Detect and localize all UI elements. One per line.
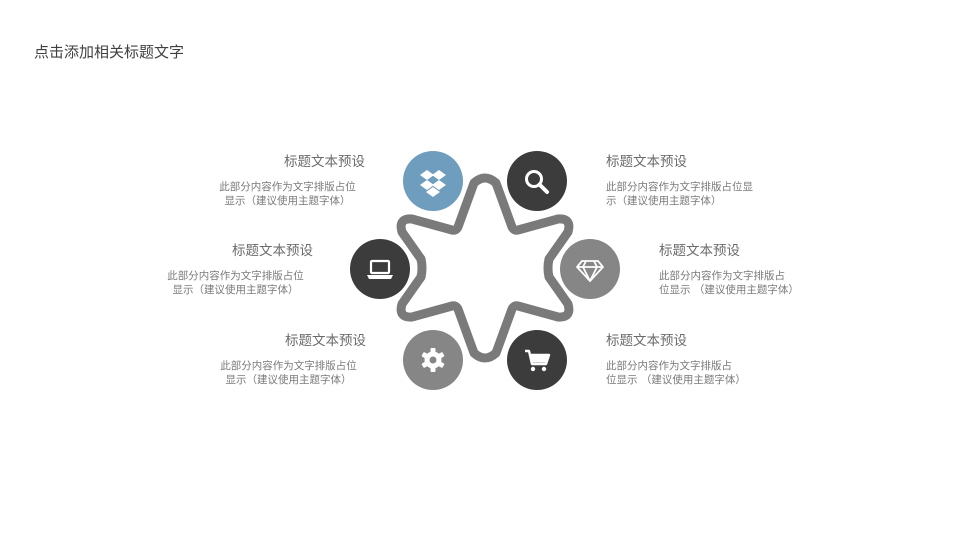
item-desc-line-2: 位显示 （建议使用主题字体） bbox=[659, 284, 799, 296]
node-dropbox bbox=[403, 151, 463, 211]
node-laptop bbox=[350, 239, 410, 299]
item-desc-line-1: 此部分内容作为文字排版占 bbox=[606, 360, 732, 372]
page-title: 点击添加相关标题文字 bbox=[34, 43, 185, 61]
dropbox-icon bbox=[420, 170, 446, 197]
item-desc-line-1: 此部分内容作为文字排版占位显 bbox=[606, 181, 753, 193]
item-desc-line-2: 示（建议使用主题字体） bbox=[606, 195, 722, 207]
node-search bbox=[507, 151, 567, 211]
node-cart bbox=[507, 330, 567, 390]
item-desc-line-2: 显示（建议使用主题字体） bbox=[224, 195, 351, 207]
item-desc-line-1: 此部分内容作为文字排版占 bbox=[659, 270, 785, 282]
item-block-3: 标题文本预设 此部分内容作为文字排版占位显示（建议使用主题字体） bbox=[158, 239, 313, 297]
laptop-icon bbox=[367, 259, 393, 279]
item-desc-line-2: 位显示 （建议使用主题字体） bbox=[606, 374, 746, 386]
gear-icon bbox=[421, 348, 445, 372]
cart-icon bbox=[525, 349, 551, 372]
node-diamond bbox=[560, 239, 620, 299]
search-icon bbox=[525, 170, 549, 194]
item-block-5: 标题文本预设 此部分内容作为文字排版占位显示（建议使用主题字体） bbox=[211, 329, 366, 387]
item-block-4: 标题文本预设 此部分内容作为文字排版占位显示 （建议使用主题字体） bbox=[659, 239, 839, 297]
star-outline bbox=[396, 173, 574, 363]
item-title: 标题文本预设 bbox=[284, 154, 365, 170]
item-title: 标题文本预设 bbox=[606, 333, 687, 349]
item-desc-line-1: 此部分内容作为文字排版占位 bbox=[220, 360, 357, 372]
item-title: 标题文本预设 bbox=[659, 243, 740, 259]
node-gear bbox=[403, 330, 463, 390]
item-desc-line-1: 此部分内容作为文字排版占位 bbox=[219, 181, 356, 193]
item-desc-line-1: 此部分内容作为文字排版占位 bbox=[167, 270, 304, 282]
item-desc-line-2: 显示（建议使用主题字体） bbox=[225, 374, 352, 386]
diamond-icon bbox=[576, 260, 604, 282]
item-title: 标题文本预设 bbox=[285, 333, 366, 349]
item-block-1: 标题文本预设 此部分内容作为文字排版占位显示（建议使用主题字体） bbox=[210, 150, 365, 208]
item-title: 标题文本预设 bbox=[606, 154, 687, 170]
item-title: 标题文本预设 bbox=[232, 243, 313, 259]
item-block-6: 标题文本预设 此部分内容作为文字排版占位显示 （建议使用主题字体） bbox=[606, 329, 786, 387]
item-desc-line-2: 显示（建议使用主题字体） bbox=[172, 284, 299, 296]
item-block-2: 标题文本预设 此部分内容作为文字排版占位显示（建议使用主题字体） bbox=[606, 150, 776, 208]
